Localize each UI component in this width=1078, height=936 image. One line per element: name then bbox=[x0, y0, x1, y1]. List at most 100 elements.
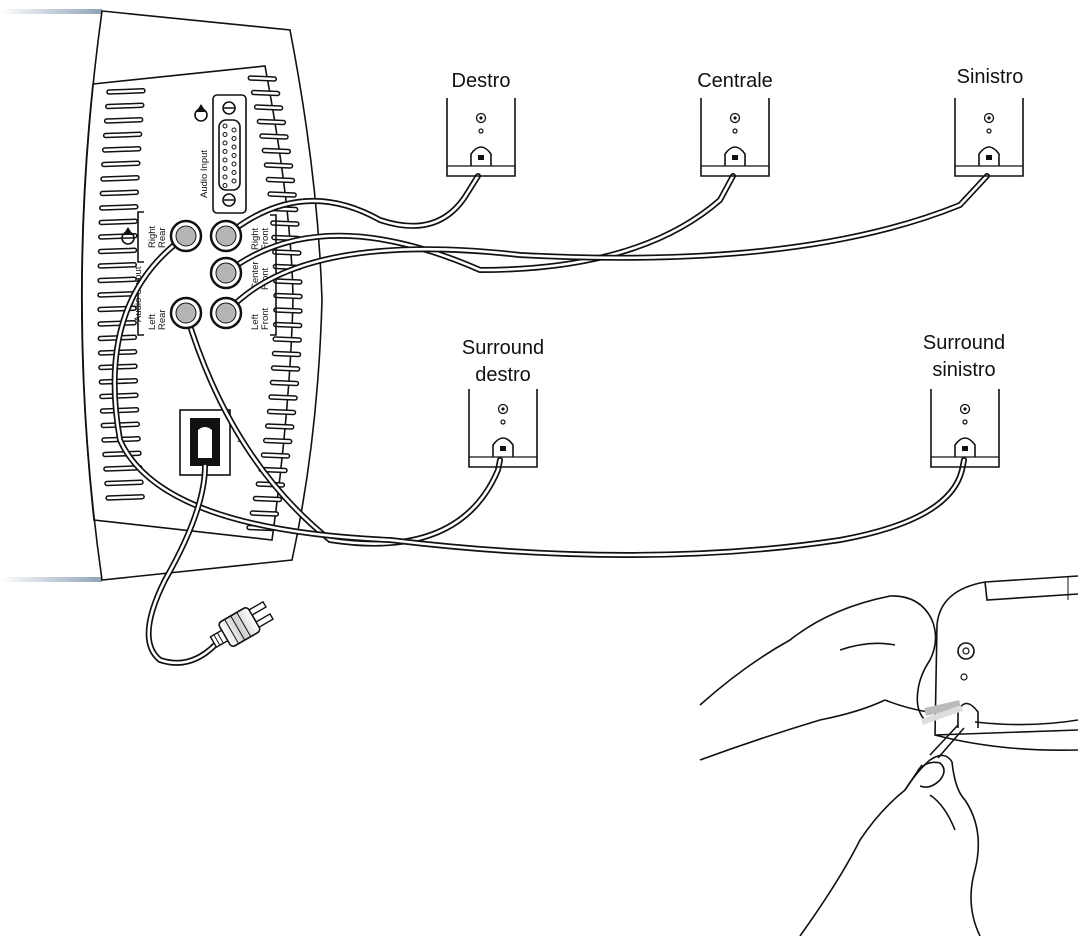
vent-slot-right-inner bbox=[266, 424, 293, 429]
center-front-line1: Center bbox=[250, 261, 261, 290]
speaker-label-surround-destro-2: destro bbox=[475, 364, 531, 386]
vent-slot-right-inner bbox=[254, 497, 281, 501]
dsub-pin bbox=[222, 166, 228, 171]
dsub-pin bbox=[231, 136, 237, 141]
left-rear-line2: Rear bbox=[157, 309, 168, 330]
cable-right-rear-outer bbox=[183, 310, 503, 547]
cable-right-front-outer bbox=[223, 173, 481, 239]
vent-slot-right-inner bbox=[273, 352, 300, 356]
dsub-pin bbox=[231, 170, 237, 175]
right-rear-line1: Right bbox=[147, 225, 158, 248]
dsub-pin bbox=[231, 127, 237, 133]
vent-slot-left-inner bbox=[106, 495, 144, 500]
inset-hand-connecting-speaker-wire bbox=[699, 575, 1078, 936]
vent-slot-left-inner bbox=[103, 452, 141, 456]
arrow-up-circle-icon bbox=[194, 104, 208, 122]
right-front-line1: Right bbox=[250, 227, 261, 250]
right-front-line2: Front bbox=[260, 227, 271, 250]
speaker-right-surround-body bbox=[468, 389, 538, 468]
vent-slot-left-inner bbox=[99, 249, 136, 253]
vent-slot-right-inner bbox=[269, 395, 297, 400]
jack-left-front bbox=[209, 296, 243, 330]
vent-slot-right-inner bbox=[260, 134, 288, 139]
left-front-label: Left Front bbox=[250, 307, 271, 330]
speaker-left-front-terminal bbox=[978, 146, 1000, 166]
dsub-pin bbox=[222, 149, 228, 154]
right-rear-line2: Rear bbox=[157, 227, 168, 248]
cable-power-inner bbox=[147, 464, 217, 665]
speaker-left-surround-logo-dot bbox=[963, 407, 967, 411]
dsub-pin bbox=[222, 132, 228, 137]
speaker-center-terminal bbox=[724, 146, 746, 166]
vent-slot-right-inner bbox=[274, 294, 302, 298]
jack-right-front bbox=[209, 219, 243, 253]
jack-left-rear bbox=[169, 296, 203, 330]
vent-slots bbox=[97, 75, 303, 532]
cable-left-rear-outer bbox=[111, 233, 967, 558]
vent-slot-left-inner bbox=[104, 133, 141, 137]
vent-slot-right-inner bbox=[271, 381, 298, 385]
vent-slot-left-inner bbox=[99, 234, 137, 239]
vent-slot-left-inner bbox=[100, 379, 137, 384]
vent-slot-right-inner bbox=[268, 192, 296, 197]
speaker-right-front bbox=[446, 98, 516, 177]
arrow-up-circle-icon bbox=[121, 227, 135, 245]
dsub-pin bbox=[222, 174, 228, 180]
speaker-left-front-logo-dot bbox=[987, 116, 991, 120]
speaker-left-front-led bbox=[986, 128, 992, 134]
speaker-left-front-logo bbox=[983, 112, 995, 124]
cable-left-front-inner bbox=[224, 174, 989, 315]
cable-left-rear bbox=[111, 233, 967, 558]
speaker-cables bbox=[111, 173, 990, 666]
vent-slot-left-inner bbox=[98, 321, 136, 326]
vent-slot-left-inner bbox=[105, 481, 143, 485]
cable-right-front-inner bbox=[224, 174, 480, 238]
vent-slot-left-inner bbox=[101, 191, 138, 195]
speaker-right-front-led bbox=[478, 128, 484, 134]
vent-slot-left-inner bbox=[103, 147, 140, 152]
speaker-right-front-body bbox=[446, 98, 516, 177]
vent-slot-left-inner bbox=[99, 220, 137, 224]
cable-power bbox=[145, 463, 218, 666]
speaker-right-surround-logo-dot bbox=[501, 407, 505, 411]
speaker-left-surround-logo bbox=[959, 403, 971, 415]
vent-slot-left-inner bbox=[101, 408, 138, 413]
panel-edge-bottom bbox=[0, 577, 102, 582]
speaker-label-centrale: Centrale bbox=[697, 70, 773, 92]
vent-slot-right-inner bbox=[273, 250, 301, 255]
speaker-left-front bbox=[954, 98, 1024, 177]
speaker-left-front-body bbox=[954, 98, 1024, 177]
vent-slot-right-inner bbox=[262, 453, 289, 458]
speaker-left-surround-terminal bbox=[954, 437, 976, 457]
speaker-right-surround bbox=[468, 389, 538, 468]
dsub-pin bbox=[231, 144, 237, 150]
panel-edge-top bbox=[0, 9, 102, 14]
speaker-center-logo bbox=[729, 112, 741, 124]
speaker-right-front-terminal bbox=[470, 146, 492, 166]
vent-slot-right-inner bbox=[274, 279, 302, 284]
speakers bbox=[446, 98, 1024, 468]
vent-slot-right-inner bbox=[251, 511, 278, 516]
jack-right-rear bbox=[169, 219, 203, 253]
vent-slot-right-inner bbox=[252, 91, 279, 95]
right-front-label: Right Front bbox=[250, 227, 271, 250]
cable-left-front bbox=[223, 173, 990, 316]
dsub-pin bbox=[231, 161, 237, 167]
cable-power-outer bbox=[145, 463, 218, 666]
speaker-right-surround-led bbox=[500, 419, 506, 425]
dsub-pin bbox=[231, 178, 237, 184]
dsub-pin bbox=[222, 140, 228, 146]
vent-slot-left-inner bbox=[101, 176, 139, 181]
audio-input-connector bbox=[212, 94, 247, 214]
jack-center-front bbox=[209, 256, 243, 290]
dsub-pin bbox=[231, 153, 237, 158]
speaker-label-surround-destro-1: Surround bbox=[462, 337, 544, 359]
vent-slot-right-inner bbox=[255, 105, 282, 110]
vent-slot-right-inner bbox=[274, 308, 302, 313]
speaker-right-front-logo-dot bbox=[479, 116, 483, 120]
rca-jacks bbox=[169, 219, 243, 330]
speaker-label-destro: Destro bbox=[452, 70, 511, 92]
vent-slot-left-inner bbox=[100, 394, 138, 398]
speaker-center bbox=[700, 98, 770, 177]
